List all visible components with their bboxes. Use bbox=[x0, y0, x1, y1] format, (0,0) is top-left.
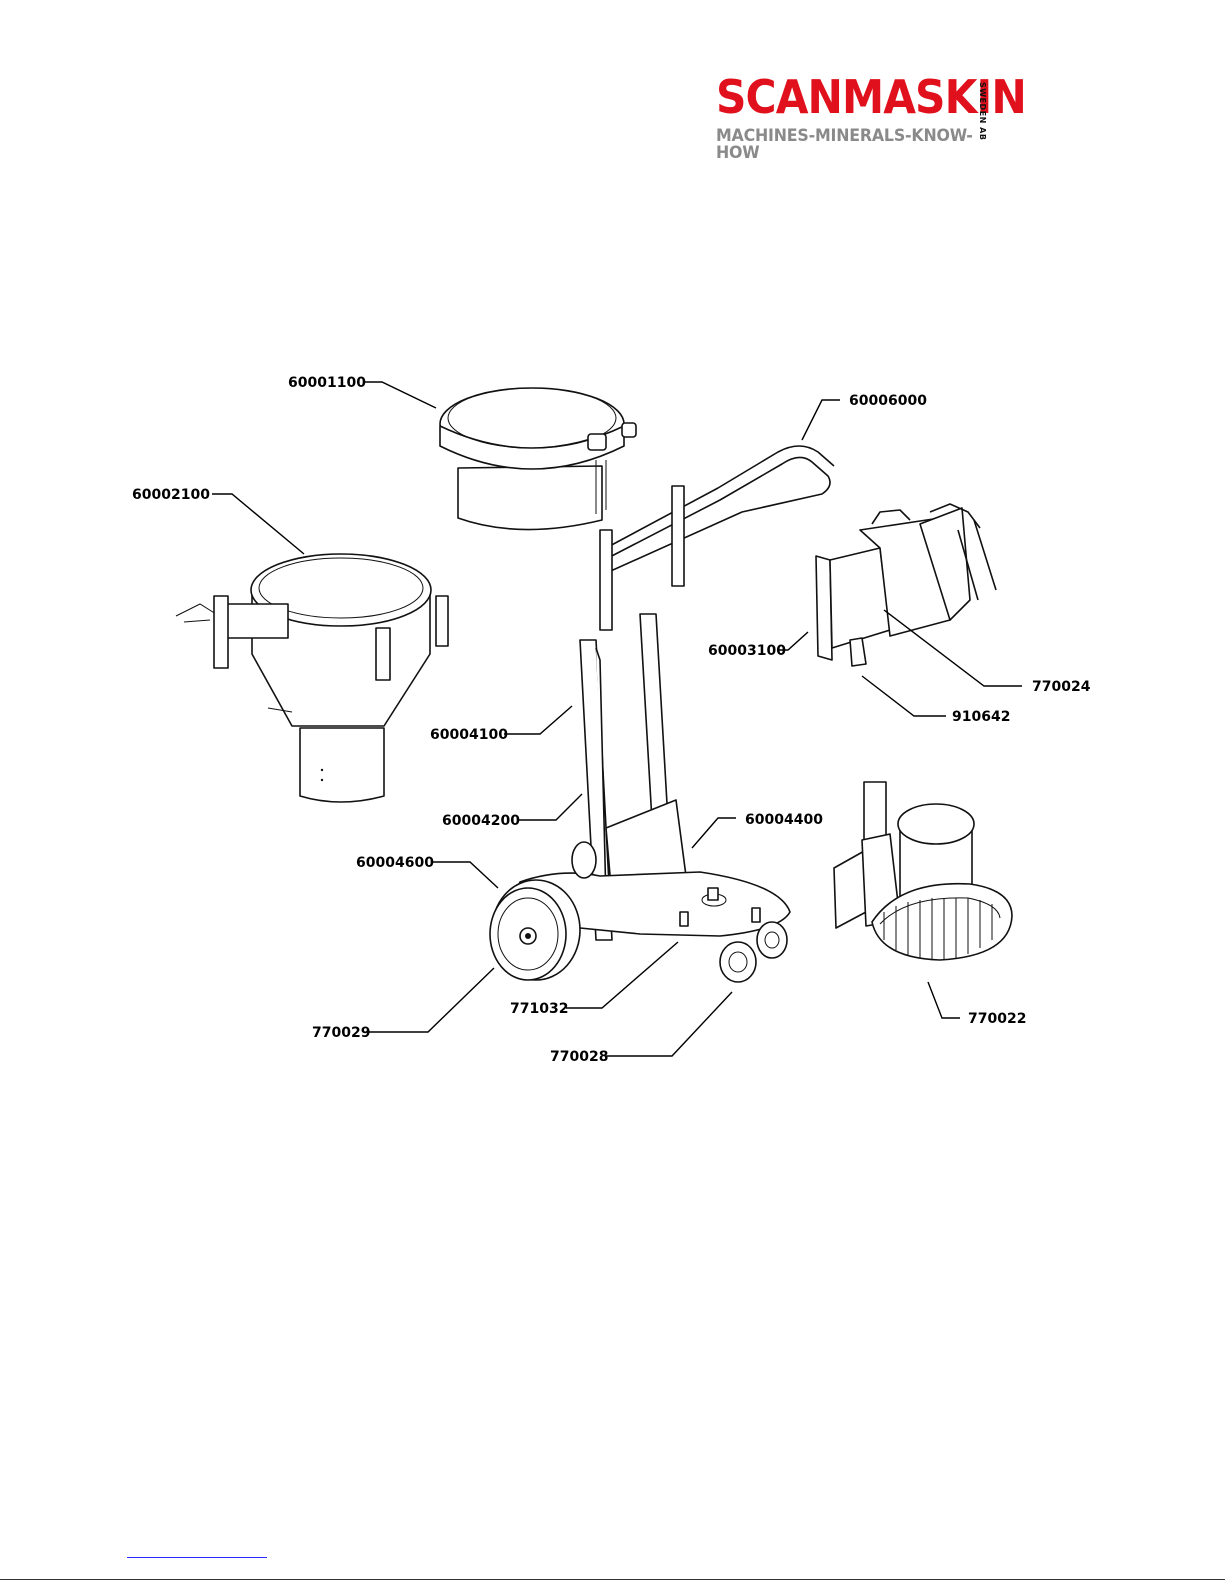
footer-link-underline[interactable] bbox=[127, 1557, 267, 1558]
trolley-frame-part bbox=[490, 614, 790, 982]
footer-divider bbox=[0, 1579, 1225, 1580]
callout-770029: 770029 bbox=[312, 1025, 370, 1041]
callout-910642: 910642 bbox=[952, 709, 1010, 725]
callout-60006000: 60006000 bbox=[849, 393, 927, 409]
callout-60004400: 60004400 bbox=[745, 812, 823, 828]
callout-770028: 770028 bbox=[550, 1049, 608, 1065]
callout-60004100: 60004100 bbox=[430, 727, 508, 743]
callout-60001100: 60001100 bbox=[288, 375, 366, 391]
callout-60004600: 60004600 bbox=[356, 855, 434, 871]
blower-part bbox=[834, 782, 1012, 960]
callout-771032: 771032 bbox=[510, 1001, 568, 1017]
callout-60002100: 60002100 bbox=[132, 487, 210, 503]
callout-770024: 770024 bbox=[1032, 679, 1091, 695]
callout-770022: 770022 bbox=[968, 1011, 1026, 1027]
lid-part bbox=[440, 388, 636, 530]
callout-60004200: 60004200 bbox=[442, 813, 520, 829]
motor-head-part bbox=[816, 504, 996, 666]
callout-labels: 60001100 60006000 60002100 60003100 7700… bbox=[132, 375, 1091, 1065]
handle-part bbox=[600, 446, 834, 630]
hopper-part bbox=[176, 554, 448, 802]
callout-60003100: 60003100 bbox=[708, 643, 786, 659]
